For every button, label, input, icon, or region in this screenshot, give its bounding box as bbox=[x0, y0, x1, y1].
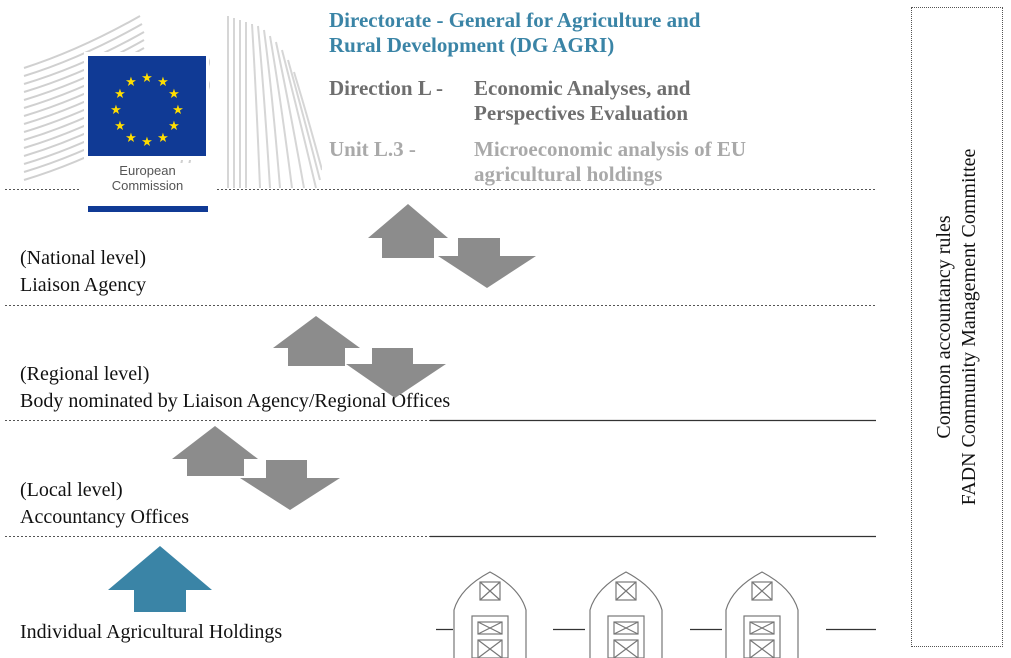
direction-text: Economic Analyses, and Perspectives Eval… bbox=[474, 76, 690, 126]
down-arrow-icon bbox=[240, 460, 340, 510]
svg-text:★: ★ bbox=[172, 103, 184, 118]
unit-line-1: Microeconomic analysis of EU bbox=[474, 137, 746, 161]
unit-line-2: agricultural holdings bbox=[474, 162, 663, 186]
regional-level: (Regional level) Body nominated by Liais… bbox=[20, 361, 450, 415]
direction-line-1: Economic Analyses, and bbox=[474, 76, 691, 100]
local-level-label: (Local level) bbox=[20, 479, 123, 501]
direction-label: Direction L - bbox=[329, 76, 443, 100]
side-line-1: Common accountancy rules bbox=[933, 215, 955, 439]
up-arrow-icon bbox=[172, 426, 258, 476]
svg-text:★: ★ bbox=[141, 71, 153, 86]
national-level: (National level) Liaison Agency bbox=[20, 245, 146, 299]
svg-text:★: ★ bbox=[125, 75, 137, 90]
national-level-label: (National level) bbox=[20, 247, 147, 269]
dg-line-2: Rural Development (DG AGRI) bbox=[329, 33, 615, 57]
up-arrow-icon bbox=[273, 316, 360, 366]
svg-text:★: ★ bbox=[141, 135, 153, 150]
svg-text:★: ★ bbox=[110, 103, 122, 118]
flow-arrows bbox=[108, 204, 536, 612]
eu-stars: ★★★ ★★★ ★★★ ★★★ bbox=[110, 71, 184, 150]
regional-level-name: Body nominated by Liaison Agency/Regiona… bbox=[20, 390, 451, 412]
barns-illustration bbox=[453, 571, 799, 658]
svg-text:★: ★ bbox=[157, 75, 169, 90]
svg-text:★: ★ bbox=[168, 119, 180, 134]
up-arrow-icon bbox=[368, 204, 448, 258]
dg-heading: Directorate - General for Agriculture an… bbox=[329, 8, 701, 58]
side-panel-text: Common accountancy rules FADN Community … bbox=[932, 149, 982, 506]
down-arrow-icon bbox=[438, 238, 536, 288]
dg-line-1: Directorate - General for Agriculture an… bbox=[329, 8, 701, 32]
european-commission-logo: ★★★ ★★★ ★★★ ★★★ European Commission bbox=[20, 10, 215, 216]
unit-label: Unit L.3 - bbox=[329, 137, 416, 161]
svg-text:★: ★ bbox=[125, 131, 137, 146]
local-level: (Local level) Accountancy Offices bbox=[20, 477, 189, 531]
svg-text:★: ★ bbox=[114, 87, 126, 102]
eu-flag bbox=[88, 56, 206, 156]
svg-text:★: ★ bbox=[168, 87, 180, 102]
down-arrow-icon bbox=[346, 348, 446, 398]
barn-icon bbox=[725, 571, 799, 658]
holdings-level-name: Individual Agricultural Holdings bbox=[20, 621, 283, 643]
berlaymont-building-icon: ★★★ ★★★ ★★★ ★★★ bbox=[23, 15, 210, 212]
side-panel: Common accountancy rules FADN Community … bbox=[911, 7, 1003, 647]
building-lines bbox=[227, 16, 322, 189]
direction-line-2: Perspectives Evaluation bbox=[474, 101, 689, 125]
side-line-2: FADN Community Management Committee bbox=[958, 148, 980, 506]
national-level-name: Liaison Agency bbox=[20, 274, 147, 296]
upward-blue-arrow-icon bbox=[108, 546, 212, 612]
barn-icon bbox=[589, 571, 663, 658]
svg-text:★: ★ bbox=[114, 119, 126, 134]
regional-level-label: (Regional level) bbox=[20, 363, 150, 385]
svg-text:★: ★ bbox=[157, 131, 169, 146]
barn-icon bbox=[453, 571, 527, 658]
logo-line-2: Commission bbox=[111, 178, 184, 193]
logo-line-1: European bbox=[119, 163, 176, 178]
unit-text: Microeconomic analysis of EU agricultura… bbox=[474, 137, 746, 187]
local-level-name: Accountancy Offices bbox=[20, 506, 190, 528]
